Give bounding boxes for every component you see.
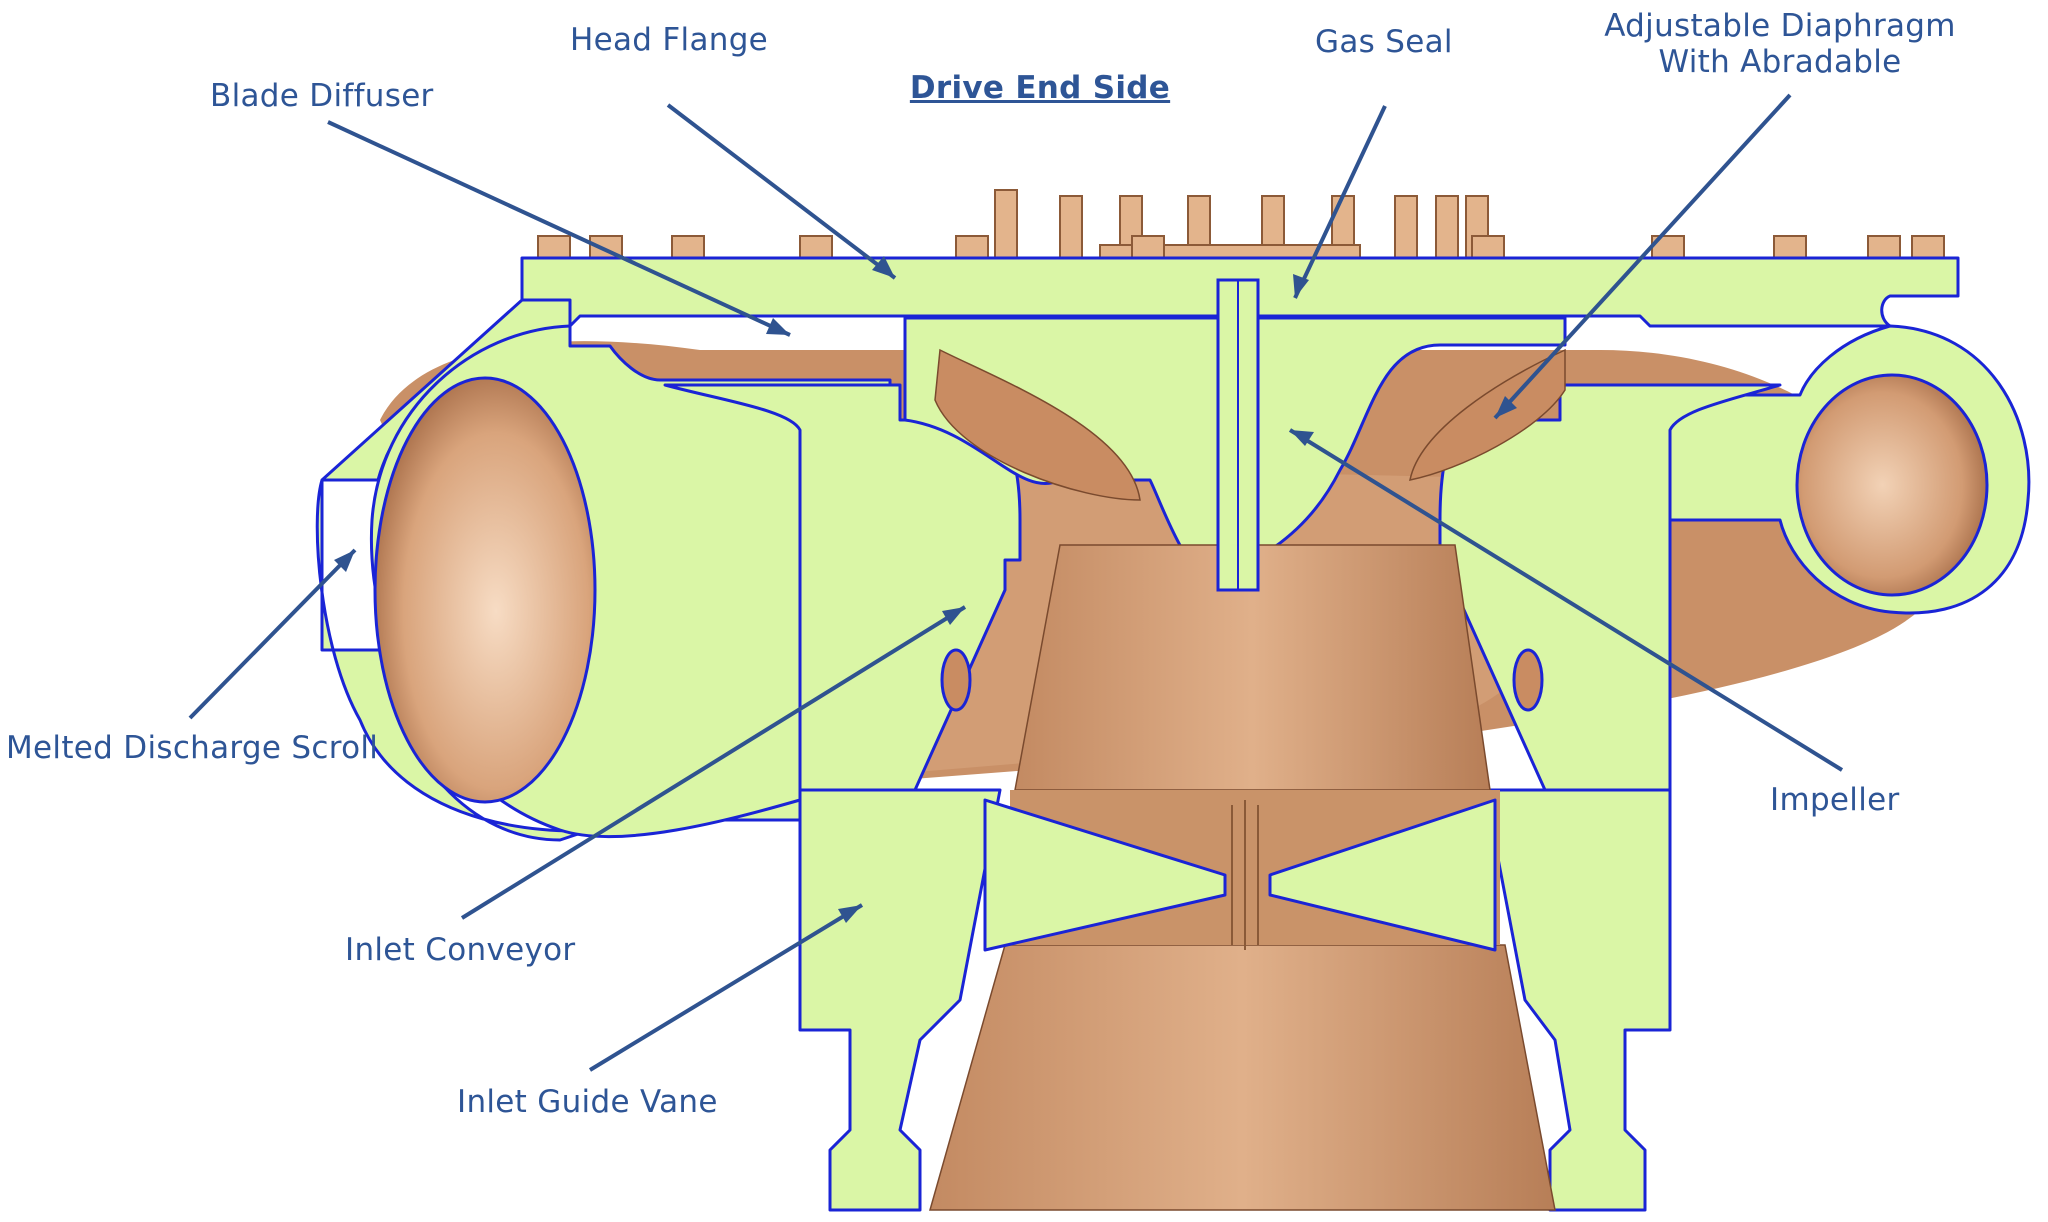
label-diaphragm-line2: With Abradable xyxy=(1658,44,1902,80)
label-gas-seal: Gas Seal xyxy=(1315,24,1453,60)
label-inlet-conveyor: Inlet Conveyor xyxy=(345,932,576,968)
scroll-bore-right xyxy=(1795,373,1989,597)
guide-vane-edges xyxy=(1231,800,1259,950)
scroll-bore-left xyxy=(373,376,597,804)
label-blade-diffuser: Blade Diffuser xyxy=(210,78,434,114)
label-discharge-scroll: Melted Discharge Scroll xyxy=(6,730,379,766)
label-head-flange: Head Flange xyxy=(570,22,769,58)
label-impeller: Impeller xyxy=(1770,782,1900,818)
shaft xyxy=(1216,278,1260,592)
leader-lines xyxy=(188,93,1844,1072)
top-studs xyxy=(537,189,1945,276)
diagram-title: Drive End Side xyxy=(909,70,1171,106)
leader-arrowheads xyxy=(334,256,1517,923)
guide-vane-blades xyxy=(983,798,1497,952)
label-diaphragm-line1: Adjustable Diaphragm xyxy=(1604,8,1956,44)
oval-windows xyxy=(940,648,1544,712)
label-inlet-guide-vane: Inlet Guide Vane xyxy=(457,1084,718,1120)
